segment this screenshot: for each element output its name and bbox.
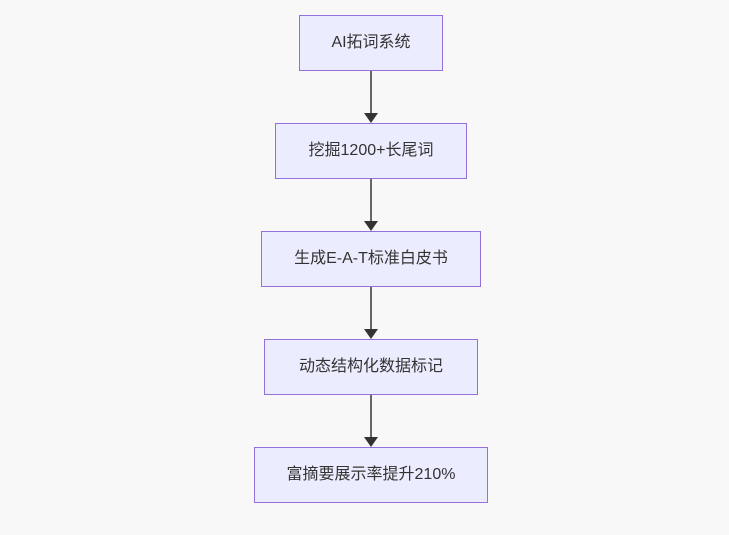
flow-node-structured-data-markup: 动态结构化数据标记 <box>264 339 478 395</box>
flow-edge <box>364 71 378 123</box>
node-label: AI拓词系统 <box>331 34 411 51</box>
arrow-down-icon <box>364 113 378 123</box>
flow-node-ai-keyword-system: AI拓词系统 <box>299 15 443 71</box>
flowchart: AI拓词系统 挖掘1200+长尾词 生成E-A-T标准白皮书 动态结构化数据标记… <box>254 15 488 503</box>
edge-line <box>370 395 372 438</box>
flow-edge <box>364 395 378 447</box>
edge-line <box>370 179 372 222</box>
edge-line <box>370 71 372 114</box>
flow-edge <box>364 179 378 231</box>
flow-edge <box>364 287 378 339</box>
arrow-down-icon <box>364 329 378 339</box>
node-label: 富摘要展示率提升210% <box>286 466 456 483</box>
flow-node-longtail-mining: 挖掘1200+长尾词 <box>275 123 467 179</box>
flow-node-rich-snippet-lift: 富摘要展示率提升210% <box>254 447 488 503</box>
edge-line <box>370 287 372 330</box>
node-label: 挖掘1200+长尾词 <box>308 142 434 159</box>
node-label: 动态结构化数据标记 <box>298 358 443 375</box>
flow-node-eat-whitepaper: 生成E-A-T标准白皮书 <box>261 231 481 287</box>
arrow-down-icon <box>364 221 378 231</box>
arrow-down-icon <box>364 437 378 447</box>
node-label: 生成E-A-T标准白皮书 <box>294 250 448 267</box>
